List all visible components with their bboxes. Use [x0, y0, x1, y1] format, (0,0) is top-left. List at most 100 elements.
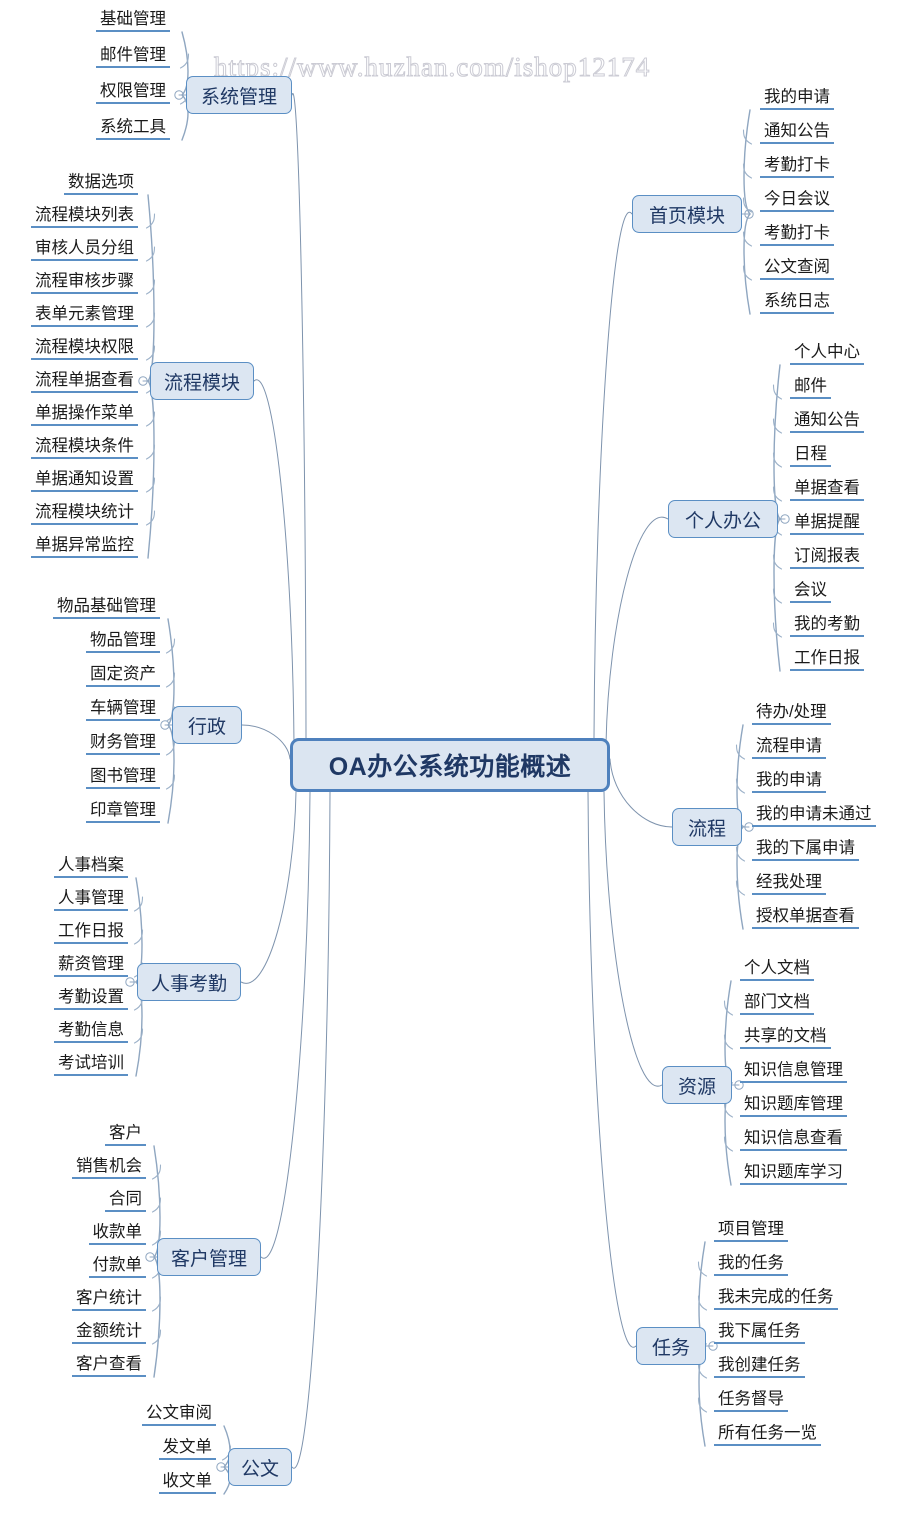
- leaf-item[interactable]: 通知公告: [790, 411, 864, 434]
- leaf-item[interactable]: 通知公告: [760, 122, 834, 145]
- leaf-item[interactable]: 付款单: [88, 1256, 146, 1279]
- leaf-item[interactable]: 流程模块条件: [31, 437, 138, 460]
- leaf-item[interactable]: 流程模块权限: [31, 338, 138, 361]
- leaf-item[interactable]: 物品管理: [86, 631, 160, 654]
- leaf-item[interactable]: 考试培训: [54, 1054, 128, 1077]
- leaf-item[interactable]: 流程申请: [752, 737, 826, 760]
- branch-node-administration[interactable]: 行政: [172, 706, 242, 744]
- leaf-item[interactable]: 共享的文档: [740, 1027, 831, 1050]
- leaf-item[interactable]: 考勤设置: [54, 988, 128, 1011]
- leaf-item[interactable]: 销售机会: [72, 1157, 146, 1180]
- leaf-item[interactable]: 车辆管理: [86, 699, 160, 722]
- branch-node-home-module[interactable]: 首页模块: [632, 195, 742, 233]
- leaf-item[interactable]: 人事管理: [54, 889, 128, 912]
- leaf-item[interactable]: 我下属任务: [714, 1322, 805, 1345]
- leaf-item[interactable]: 流程审核步骤: [31, 272, 138, 295]
- leaf-item[interactable]: 表单元素管理: [31, 305, 138, 328]
- branch-node-process-module[interactable]: 流程模块: [150, 362, 254, 400]
- leaf-item[interactable]: 我创建任务: [714, 1356, 805, 1379]
- leaf-item[interactable]: 收文单: [158, 1472, 216, 1495]
- leaf-item[interactable]: 我的申请: [752, 771, 826, 794]
- branch-node-tasks[interactable]: 任务: [636, 1327, 706, 1365]
- leaf-item[interactable]: 我的任务: [714, 1254, 788, 1277]
- collapse-toggle-hr-attendance[interactable]: [125, 977, 135, 987]
- collapse-toggle-personal-office[interactable]: [780, 514, 790, 524]
- branch-node-system-management[interactable]: 系统管理: [186, 76, 292, 114]
- leaf-item[interactable]: 物品基础管理: [53, 597, 160, 620]
- branch-node-process[interactable]: 流程: [672, 808, 742, 846]
- leaf-item[interactable]: 个人文档: [740, 959, 814, 982]
- collapse-toggle-administration[interactable]: [160, 720, 170, 730]
- leaf-item[interactable]: 经我处理: [752, 873, 826, 896]
- leaf-item[interactable]: 流程模块列表: [31, 206, 138, 229]
- leaf-item[interactable]: 客户统计: [72, 1289, 146, 1312]
- leaf-item[interactable]: 我的下属申请: [752, 839, 859, 862]
- leaf-item[interactable]: 流程模块统计: [31, 503, 138, 526]
- leaf-item[interactable]: 单据通知设置: [31, 470, 138, 493]
- leaf-item[interactable]: 客户: [105, 1124, 146, 1147]
- collapse-toggle-customer-management[interactable]: [145, 1252, 155, 1262]
- leaf-item[interactable]: 系统日志: [760, 292, 834, 315]
- leaf-item[interactable]: 薪资管理: [54, 955, 128, 978]
- leaf-item[interactable]: 审核人员分组: [31, 239, 138, 262]
- collapse-toggle-process-module[interactable]: [138, 376, 148, 386]
- leaf-item[interactable]: 公文审阅: [142, 1404, 216, 1427]
- leaf-item[interactable]: 考勤打卡: [760, 156, 834, 179]
- leaf-item[interactable]: 授权单据查看: [752, 907, 859, 930]
- collapse-toggle-system-management[interactable]: [174, 90, 184, 100]
- leaf-item[interactable]: 考勤信息: [54, 1021, 128, 1044]
- leaf-item[interactable]: 印章管理: [86, 801, 160, 824]
- central-topic[interactable]: OA办公系统功能概述: [290, 738, 610, 792]
- leaf-item[interactable]: 工作日报: [790, 649, 864, 672]
- leaf-item[interactable]: 系统工具: [96, 118, 170, 141]
- leaf-item[interactable]: 任务督导: [714, 1390, 788, 1413]
- leaf-item[interactable]: 知识题库管理: [740, 1095, 847, 1118]
- leaf-item[interactable]: 日程: [790, 445, 831, 468]
- leaf-item[interactable]: 人事档案: [54, 856, 128, 879]
- leaf-item[interactable]: 会议: [790, 581, 831, 604]
- leaf-item[interactable]: 数据选项: [64, 173, 138, 196]
- leaf-item[interactable]: 知识信息查看: [740, 1129, 847, 1152]
- leaf-item[interactable]: 知识题库学习: [740, 1163, 847, 1186]
- leaf-item[interactable]: 发文单: [158, 1438, 216, 1461]
- leaf-item[interactable]: 订阅报表: [790, 547, 864, 570]
- branch-node-customer-management[interactable]: 客户管理: [157, 1238, 261, 1276]
- leaf-item[interactable]: 知识信息管理: [740, 1061, 847, 1084]
- leaf-item[interactable]: 客户查看: [72, 1355, 146, 1378]
- leaf-item[interactable]: 邮件管理: [96, 46, 170, 69]
- leaf-item[interactable]: 所有任务一览: [714, 1424, 821, 1447]
- branch-node-hr-attendance[interactable]: 人事考勤: [137, 963, 241, 1001]
- leaf-item[interactable]: 邮件: [790, 377, 831, 400]
- leaf-item[interactable]: 财务管理: [86, 733, 160, 756]
- leaf-item[interactable]: 个人中心: [790, 343, 864, 366]
- leaf-item[interactable]: 权限管理: [96, 82, 170, 105]
- leaf-item[interactable]: 单据操作菜单: [31, 404, 138, 427]
- leaf-item[interactable]: 公文查阅: [760, 258, 834, 281]
- connector-tasks: [587, 791, 637, 1348]
- leaf-item[interactable]: 合同: [105, 1190, 146, 1213]
- collapse-toggle-home-module[interactable]: [744, 209, 754, 219]
- leaf-item[interactable]: 今日会议: [760, 190, 834, 213]
- leaf-item[interactable]: 图书管理: [86, 767, 160, 790]
- leaf-item[interactable]: 项目管理: [714, 1220, 788, 1243]
- leaf-item[interactable]: 我的申请: [760, 88, 834, 111]
- leaf-item[interactable]: 我未完成的任务: [714, 1288, 838, 1311]
- leaf-item[interactable]: 我的申请未通过: [752, 805, 876, 828]
- branch-node-resources[interactable]: 资源: [662, 1066, 732, 1104]
- leaf-item[interactable]: 工作日报: [54, 922, 128, 945]
- branch-node-official-document[interactable]: 公文: [228, 1448, 292, 1486]
- leaf-item[interactable]: 收款单: [88, 1223, 146, 1246]
- leaf-item[interactable]: 我的考勤: [790, 615, 864, 638]
- leaf-item[interactable]: 单据异常监控: [31, 536, 138, 559]
- leaf-item[interactable]: 部门文档: [740, 993, 814, 1016]
- leaf-item[interactable]: 基础管理: [96, 10, 170, 33]
- collapse-toggle-official-document[interactable]: [216, 1462, 226, 1472]
- leaf-item[interactable]: 固定资产: [86, 665, 160, 688]
- leaf-item[interactable]: 考勤打卡: [760, 224, 834, 247]
- leaf-item[interactable]: 单据提醒: [790, 513, 864, 536]
- leaf-item[interactable]: 待办/处理: [752, 703, 831, 726]
- leaf-item[interactable]: 金额统计: [72, 1322, 146, 1345]
- branch-node-personal-office[interactable]: 个人办公: [668, 500, 778, 538]
- leaf-item[interactable]: 流程单据查看: [31, 371, 138, 394]
- leaf-item[interactable]: 单据查看: [790, 479, 864, 502]
